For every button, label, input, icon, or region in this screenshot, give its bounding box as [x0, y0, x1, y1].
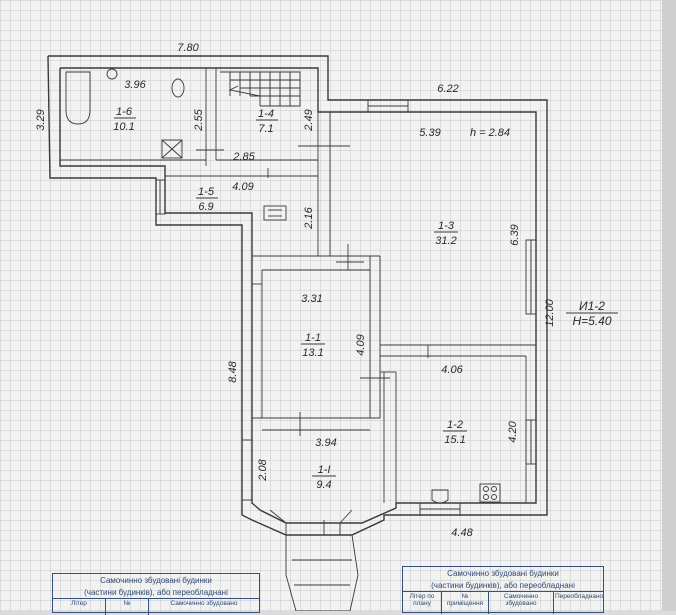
stamp-left-col-number: №	[106, 599, 149, 615]
stamp-right-columns: Літер по плану № приміщення Самочинно зб…	[403, 591, 603, 614]
staircase	[220, 71, 301, 107]
dim-4-09-upper: 4.09	[232, 181, 253, 193]
stamp-right-line1: Самочинно збудовані будинки	[447, 569, 559, 578]
unauthorized-construction-stamp-right: Самочинно збудовані будинки (частини буд…	[402, 566, 604, 614]
dim-overall-width: 7.80	[177, 42, 199, 54]
boiler-icon	[161, 139, 183, 159]
dim-2-16: 2.16	[303, 206, 315, 229]
dim-12-00: 12.00	[544, 298, 556, 326]
room-1-1-area: 13.1	[302, 347, 323, 359]
stamp-left-col-built: Самочинно збудовано	[170, 600, 238, 607]
room-1-3-id: 1-3	[438, 220, 455, 232]
dim-2-55: 2.55	[193, 108, 205, 131]
stamp-left-line1: Самочинно збудовані будинки	[100, 576, 212, 585]
dim-4-20: 4.20	[507, 420, 519, 442]
room-1-5-area: 6.9	[198, 201, 213, 213]
stamp-left-line2: (частини будинків), або переобладнані	[84, 588, 228, 597]
dim-2-85: 2.85	[232, 151, 255, 163]
dim-2-08: 2.08	[257, 458, 269, 481]
room-1-3-area: 31.2	[435, 235, 456, 247]
dim-6-39: 6.39	[509, 224, 521, 245]
stamp-right-col-converted: Переобладнано	[555, 593, 603, 600]
sink-icon	[106, 68, 118, 80]
room-1-I-id: 1-I	[318, 464, 331, 476]
stamp-right-col-room: № приміщення	[442, 592, 489, 614]
dim-4-06: 4.06	[441, 364, 463, 376]
dim-8-48: 8.48	[227, 360, 239, 382]
dim-3-94: 3.94	[315, 437, 336, 449]
dim-3-29: 3.29	[35, 109, 47, 130]
fixtures	[65, 68, 501, 504]
bathtub-icon	[65, 71, 91, 125]
stamp-right-col-built: Самочинно збудовано	[489, 592, 554, 614]
room-1-2-area: 15.1	[444, 434, 465, 446]
stamp-right-line2: (частини будинків), або переобладнані	[431, 581, 575, 590]
building-letter: И1-2	[579, 299, 605, 313]
door-openings	[196, 145, 429, 535]
building-height: H=5.40	[572, 314, 611, 328]
dim-3-96: 3.96	[124, 79, 146, 91]
dim-4-48: 4.48	[451, 527, 473, 539]
room-1-2-id: 1-2	[447, 419, 463, 431]
room-1-I-area: 9.4	[316, 479, 331, 491]
unauthorized-construction-stamp-left: Самочинно збудовані будинки (частини буд…	[52, 573, 260, 615]
dim-right-wall: 6.22	[437, 83, 458, 95]
page-edge-shadow	[662, 0, 676, 611]
heater-icon	[263, 205, 287, 221]
stove-icon	[479, 483, 501, 503]
room-1-4-area: 7.1	[258, 123, 273, 135]
room-1-6-area: 10.1	[113, 121, 134, 133]
partitions	[60, 68, 536, 503]
entry-porch	[269, 509, 359, 611]
room-1-6-id: 1-6	[116, 106, 133, 118]
toilet-icon	[171, 78, 185, 98]
room-1-1-id: 1-1	[305, 332, 321, 344]
dim-5-39: 5.39	[419, 127, 440, 139]
dim-4-09-lower: 4.09	[355, 334, 367, 355]
windows	[155, 99, 537, 516]
stamp-left-columns: Літер № Самочинно збудовано	[53, 598, 259, 615]
stamp-left-col-letter: Літер	[53, 599, 106, 615]
kitchen-sink-icon	[431, 489, 449, 504]
dim-3-31: 3.31	[301, 293, 322, 305]
stamp-right-col-letter: Літер по плану	[403, 592, 442, 614]
room-1-5-id: 1-5	[198, 186, 215, 198]
dim-2-49: 2.49	[303, 109, 315, 131]
ceiling-height: h = 2.84	[470, 127, 510, 139]
room-1-4-id: 1-4	[258, 108, 274, 120]
